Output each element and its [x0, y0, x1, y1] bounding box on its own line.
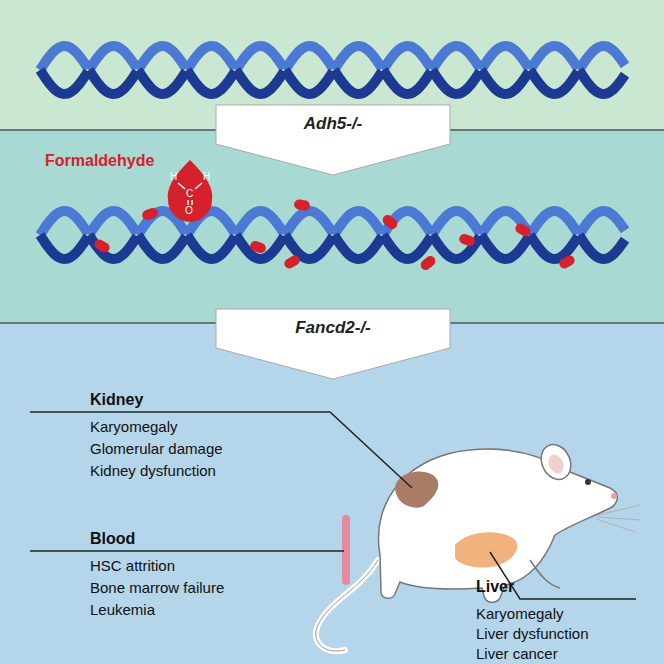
phenotype: Kidney dysfunction	[90, 462, 216, 480]
atom: C	[186, 188, 193, 199]
dna-strand	[40, 211, 88, 235]
dna-strand	[334, 211, 382, 235]
genotype-label: Fancd2-/-	[215, 318, 451, 338]
dna-strand	[89, 235, 137, 259]
dna-strand	[89, 46, 137, 70]
dna-strand	[236, 211, 284, 235]
atom: H	[203, 171, 210, 182]
block-arrow: Fancd2-/-	[215, 308, 451, 380]
dna-strand	[334, 235, 382, 259]
dna-strand	[138, 70, 186, 94]
dna-strand	[236, 235, 284, 259]
phenotype: Liver cancer	[476, 645, 558, 663]
dna-strand	[383, 46, 431, 70]
dna-strand	[579, 235, 625, 259]
dna-strand	[481, 70, 529, 94]
block-arrow: Adh5-/-	[215, 104, 451, 176]
adduct	[514, 222, 533, 239]
formaldehyde-adducts	[93, 199, 577, 272]
molecule-name: Formaldehyde	[45, 152, 154, 170]
adduct	[249, 240, 267, 255]
organ-heading: Liver	[476, 578, 514, 596]
leader-lines	[30, 412, 636, 599]
dna-strand	[530, 46, 578, 70]
genotype-label: Adh5-/-	[215, 114, 451, 134]
dna-strand	[579, 46, 625, 70]
adduct	[141, 207, 159, 222]
dna-strand	[89, 211, 137, 235]
molecule-bonds	[178, 183, 202, 205]
dna-strand	[481, 46, 529, 70]
dna-strand	[285, 46, 333, 70]
adduct	[93, 238, 112, 255]
dna-strand	[285, 211, 333, 235]
dna-strand	[579, 211, 625, 235]
dna-strand	[432, 211, 480, 235]
dna-strand	[138, 235, 186, 259]
dna-strand	[187, 235, 235, 259]
phenotype: Karyomegaly	[476, 605, 564, 623]
dna-strand	[530, 235, 578, 259]
adduct	[458, 233, 476, 248]
adduct	[293, 199, 310, 212]
dna-strand	[187, 70, 235, 94]
dna-strand	[138, 46, 186, 70]
dna-strand	[40, 70, 88, 94]
formaldehyde-drop	[168, 160, 213, 222]
dna-strand	[530, 211, 578, 235]
phenotype: Leukemia	[90, 601, 155, 619]
atom: H	[170, 171, 177, 182]
dna-strand	[481, 235, 529, 259]
phenotype: Liver dysfunction	[476, 625, 589, 643]
dna-strand	[285, 70, 333, 94]
dna-strand	[334, 46, 382, 70]
dna-strand	[530, 70, 578, 94]
dna-strand	[187, 46, 235, 70]
phenotype: Karyomegaly	[90, 418, 178, 436]
dna-strand	[432, 46, 480, 70]
adduct	[419, 254, 438, 272]
dna-strand	[236, 70, 284, 94]
dna-strand	[40, 235, 88, 259]
adduct	[558, 254, 577, 271]
adduct	[283, 254, 302, 271]
phenotype: Bone marrow failure	[90, 579, 224, 597]
dna-strand	[383, 235, 431, 259]
organ-heading: Blood	[90, 530, 135, 548]
dna-helix	[40, 46, 625, 94]
organ-heading: Kidney	[90, 391, 143, 409]
dna-strand	[89, 70, 137, 94]
dna-strand	[40, 46, 88, 70]
phenotype: Glomerular damage	[90, 440, 223, 458]
mouse-illustration	[316, 440, 640, 651]
dna-strand	[383, 70, 431, 94]
atom: O	[185, 205, 193, 216]
dna-strand	[285, 235, 333, 259]
dna-strand	[579, 70, 625, 94]
phenotype: HSC attrition	[90, 557, 175, 575]
dna-strand	[334, 70, 382, 94]
adduct	[381, 213, 400, 231]
dna-strand	[236, 46, 284, 70]
dna-strand	[432, 70, 480, 94]
dna-helix-adducts	[40, 211, 625, 259]
